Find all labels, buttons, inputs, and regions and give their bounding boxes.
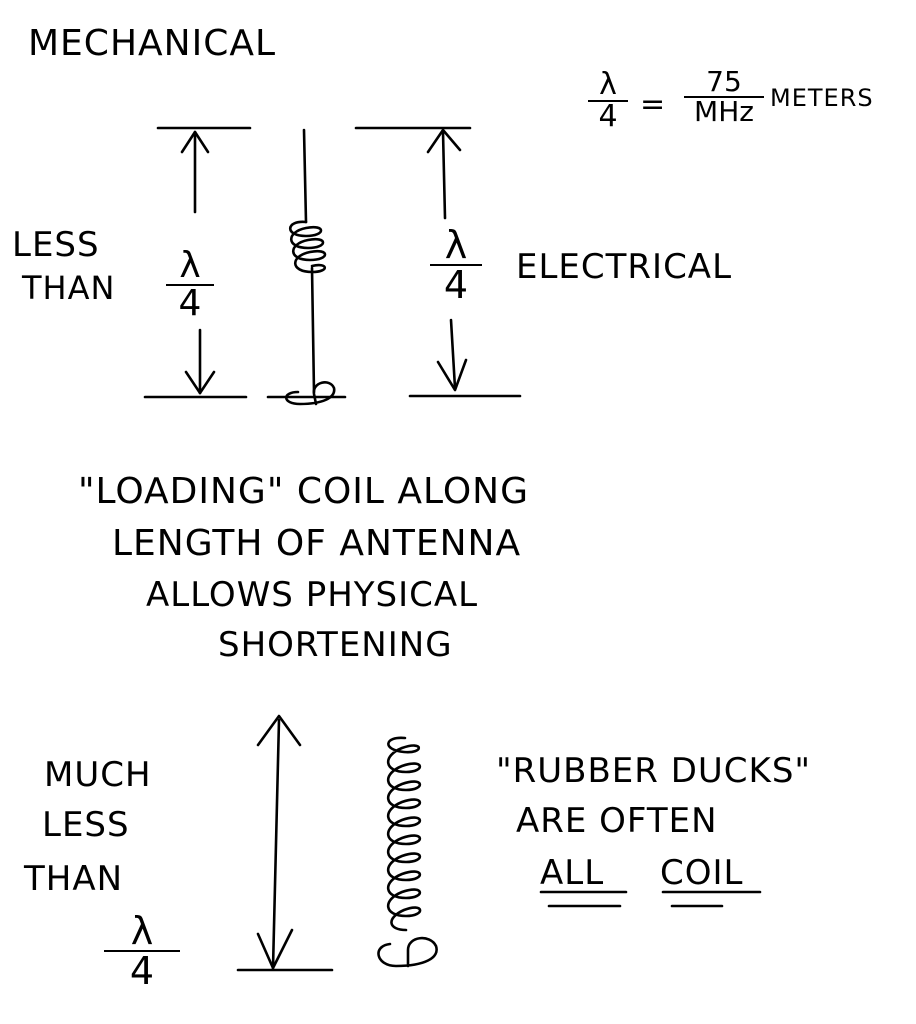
electrical-quarter-wave: λ 4 — [430, 226, 482, 304]
than-label: THAN — [22, 269, 116, 307]
electrical-fraction-bar — [430, 264, 482, 266]
formula-equals: = — [640, 87, 667, 122]
formula-lhs-denominator: 4 — [598, 99, 618, 134]
mechanical-label: MECHANICAL — [28, 23, 277, 64]
formula-rhs-numerator: 75 — [706, 65, 742, 98]
mechanical-four: 4 — [178, 283, 202, 324]
antenna-base-feed — [284, 381, 336, 406]
mechanical-fraction-bar — [166, 284, 214, 286]
formula-rhs-bar — [684, 96, 764, 98]
mechanical-arrow-down-head — [184, 370, 216, 395]
less-label: LESS — [12, 225, 100, 265]
electrical-four: 4 — [443, 263, 469, 307]
caption-line-4: SHORTENING — [218, 625, 453, 665]
less-label-bottom: LESS — [42, 805, 130, 845]
electrical-arrow-up-head — [426, 128, 462, 154]
antenna-upper-element — [302, 128, 308, 224]
formula-lhs-numerator: λ — [599, 67, 617, 102]
mechanical-arrow-up-head — [180, 130, 210, 154]
much-label: MUCH — [44, 755, 152, 795]
formula-lhs-fraction: λ 4 — [588, 70, 628, 132]
coil-word: COIL — [660, 853, 744, 893]
formula-lhs-bar — [588, 100, 628, 102]
than-label-bottom: THAN — [24, 859, 124, 899]
mechanical-lambda: λ — [179, 245, 201, 286]
electrical-arrow-up-shaft — [441, 130, 447, 220]
bottom-four: 4 — [129, 949, 155, 993]
bottom-fraction-bar — [104, 950, 180, 952]
electrical-arrow-down-head — [436, 358, 468, 392]
all-word: ALL — [540, 853, 605, 893]
electrical-label: ELECTRICAL — [516, 247, 733, 287]
loading-coil — [288, 220, 327, 274]
helical-coil — [386, 736, 422, 932]
mechanical-quarter-wave: λ 4 — [166, 248, 214, 322]
bottom-lambda: λ — [130, 909, 154, 953]
electrical-lambda: λ — [444, 223, 468, 267]
formula-rhs-fraction: 75 MHz — [684, 68, 764, 126]
formula-units: METERS — [770, 84, 874, 112]
bottom-quarter-wave: λ 4 — [104, 912, 180, 990]
antenna-lower-element — [310, 266, 316, 394]
rubber-ducks-label: "RUBBER DUCKS" — [496, 751, 812, 791]
formula-rhs-denominator: MHz — [694, 95, 754, 128]
caption-line-1: "LOADING" COIL ALONG — [78, 471, 529, 512]
caption-line-2: LENGTH OF ANTENNA — [112, 523, 522, 564]
caption-line-3: ALLOWS PHYSICAL — [146, 575, 479, 615]
short-antenna-arrow-down-head — [256, 928, 294, 970]
electrical-arrow-down-shaft — [449, 318, 457, 390]
short-antenna-arrow-shaft — [271, 718, 281, 970]
short-antenna-arrow-up-head — [256, 714, 302, 747]
coil-base-feed — [377, 936, 438, 968]
are-often-label: ARE OFTEN — [516, 801, 718, 841]
